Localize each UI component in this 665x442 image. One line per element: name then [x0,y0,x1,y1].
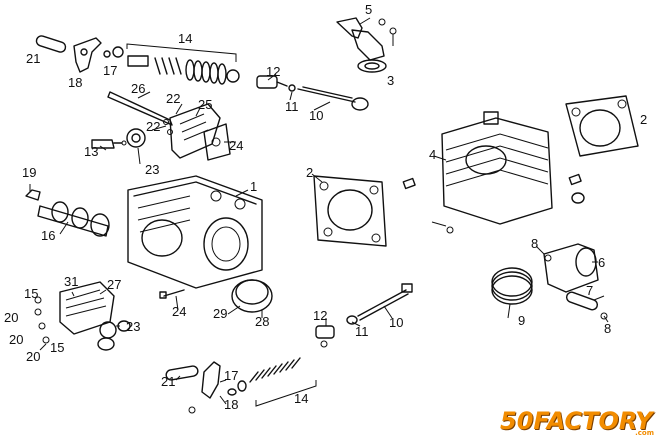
callout-24-top: 24 [229,138,244,153]
callout-21-bottom: 21 [161,374,176,389]
callout-21-top: 21 [26,51,41,66]
callout-20-top: 20 [4,310,19,325]
rocker-shaft-bottom [165,365,199,381]
callout-4: 4 [429,147,437,162]
base-gasket-right [565,95,639,157]
valve-cotters-top [103,46,124,58]
tensioner-bottom [315,283,413,348]
brand-logo: 50FACTORY .com [500,407,660,439]
callout-15-top: 15 [24,286,39,301]
callout-24-bottom: 24 [172,304,187,319]
brand-logo-text: 50FACTORY [500,407,653,435]
callout-14-bottom: 14 [294,391,309,406]
callout-29: 29 [213,306,228,321]
cylinder-head [127,175,263,289]
callout-17-bottom: 17 [224,368,239,383]
callout-1: 1 [250,179,258,194]
cam-cover-gasket [203,123,231,161]
intake-manifold [336,17,397,73]
piston-pin [565,291,608,320]
cylinder-block [441,111,553,225]
callout-17-top: 17 [103,63,118,78]
rocker-arm-bottom [201,361,221,399]
callout-9: 9 [518,313,526,328]
callout-3: 3 [387,73,395,88]
callout-23-bottom: 23 [126,319,141,334]
cam-chain-guide [107,91,173,126]
callout-31: 31 [64,274,79,289]
spark-plug [91,139,127,149]
tensioner-top [256,75,369,111]
camshaft [25,189,110,237]
callout-14-top: 14 [178,31,193,46]
callout-26: 26 [131,81,146,96]
dowel-pins-top [402,173,585,234]
callout-19: 19 [22,165,37,180]
valve-cover [59,281,131,351]
callout-18-bottom: 18 [224,397,239,412]
rocker-arm-top [73,37,102,73]
callout-8-top: 8 [531,236,539,251]
callout-22-mid: 22 [146,119,161,134]
callout-7: 7 [586,283,594,298]
head-bolt [159,289,185,299]
head-gasket-middle [313,175,387,247]
callout-15-bottom: 15 [50,340,65,355]
callout-11-top: 11 [285,99,299,114]
cap-cover [231,279,273,313]
bracket-14-bottom [255,380,317,407]
callout-20-bottom: 20 [26,349,41,364]
callout-10-bottom: 10 [389,315,404,330]
valve-springs-bottom [188,357,301,414]
callout-10-top: 10 [309,108,324,123]
small-washers-left [34,296,50,344]
brand-logo-domain: .com [635,429,654,437]
callout-12-top: 12 [266,64,281,79]
callout-28: 28 [255,314,270,329]
callout-8-bottom: 8 [604,321,612,336]
callout-12-bottom: 12 [313,308,328,323]
cam-cover-assembly [163,103,221,159]
valve-springs-top [127,55,240,85]
callout-22-top: 22 [166,91,181,106]
sprocket-washer [126,128,146,148]
callout-18-top: 18 [68,75,83,90]
leader-lines [29,17,609,405]
callout-2-right: 2 [640,112,648,127]
bracket-14-top [126,43,237,62]
callout-25: 25 [198,97,213,112]
callout-27: 27 [107,277,122,292]
callout-16: 16 [41,228,56,243]
piston-rings [491,267,533,305]
callout-13: 13 [84,144,99,159]
rocker-shaft-top [35,35,67,53]
callout-6: 6 [598,255,606,270]
callout-2-mid: 2 [306,165,314,180]
callout-23-top: 23 [145,162,160,177]
callout-5: 5 [365,2,373,17]
callout-11-bottom: 11 [355,324,369,339]
callout-20-mid: 20 [9,332,24,347]
